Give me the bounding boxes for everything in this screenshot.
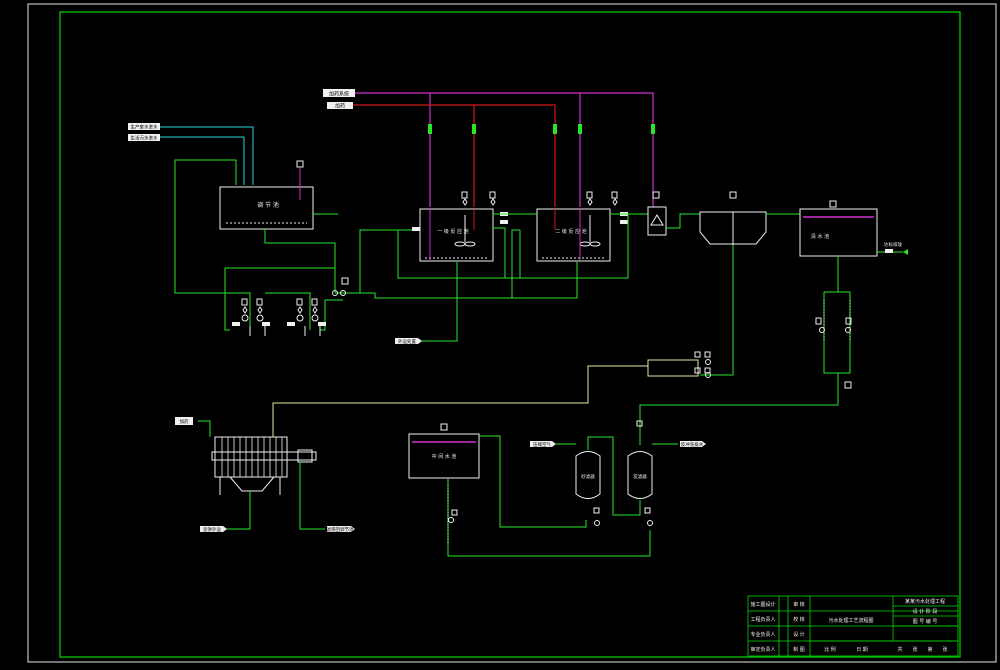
reactor-2: 二 级 反 应 池 (536, 191, 628, 262)
tb-drawing-title: 污水处理工艺流程图 (828, 617, 873, 624)
press-feed-label: 加药 (180, 418, 189, 425)
reagent-tag-2-label: 加药 (335, 103, 345, 110)
carbon-filter-label: 炭滤器 (633, 473, 647, 480)
tb-left-row-1-role: 施工图设计 (750, 601, 775, 608)
air-supply-label: 压缩空气 (533, 441, 551, 448)
mixer-box (647, 191, 700, 236)
tb-date: 日 期 (856, 647, 868, 653)
tb-left-row-4-a: 制 图 (793, 646, 805, 653)
reactor-2-label: 二 级 反 应 池 (555, 228, 586, 235)
sand-filter: 砂滤器 压缩空气 (530, 436, 641, 526)
tb-left-row-2-role: 工程负责人 (750, 616, 775, 623)
tb-left-row-4-role: 审定负责人 (750, 646, 775, 653)
reagent-line-magenta (355, 92, 654, 207)
inlet-tag-2 (128, 134, 160, 141)
intermediate-tank-label: 中 间 水 池 (432, 453, 457, 460)
reactor-1: 一 级 反 应 池 (412, 191, 508, 262)
tb-right-row-2: 图 号 编 号 (913, 618, 938, 625)
settling-tank (699, 191, 800, 376)
sludge-line-mid (272, 351, 711, 437)
pump-group-left (232, 277, 349, 336)
inlet-tag-1-label: 生产废水进水 (131, 124, 158, 131)
tb-right-row-1: 设 计 阶 段 (913, 608, 938, 615)
sludge-out-left: 外运处置 (395, 268, 458, 345)
reagent-tag-1-label: 加药系统 (329, 91, 349, 98)
green-pipes-left (174, 159, 520, 331)
tb-scale: 比 例 (824, 646, 836, 653)
clear-water-tank: 清 水 池 达标排放 (799, 200, 908, 293)
press-filtrate-label: 滤液回调节池 (327, 526, 354, 533)
sludge-out-left-label: 外运处置 (398, 338, 416, 345)
tb-left-row-3-a: 设 计 (793, 631, 805, 638)
pump-group-right (639, 291, 852, 445)
carbon-filter: 炭滤器 反冲洗排水 (627, 420, 706, 526)
pump-2 (287, 298, 326, 336)
sand-filter-label: 砂滤器 (581, 473, 595, 480)
tb-left-row-1-a: 审 核 (793, 601, 805, 608)
tb-project-name: 某某污水处理工程 (905, 598, 945, 605)
filter-press: 加药 泥饼外运 滤液回调节池 (175, 417, 355, 533)
intermediate-tank: 中 间 水 池 (408, 423, 651, 557)
reagent-line-red (353, 104, 556, 207)
inlet-lines: 生产废水进水 生活污水进水 (128, 123, 254, 185)
reagent-tag-2 (327, 102, 353, 109)
pump-1 (232, 298, 270, 336)
press-cake-label: 泥饼外运 (203, 526, 221, 533)
regulating-tank-label: 调 节 池 (257, 201, 279, 209)
backwash-out-label: 反冲洗排水 (681, 441, 704, 448)
reagent-tag-1 (323, 89, 355, 97)
outer-frame (27, 3, 997, 663)
green-pipes-mid (397, 213, 648, 299)
tb-page2: 张 (942, 646, 947, 653)
inlet-tag-2-label: 生活污水进水 (131, 135, 158, 142)
tb-page: 张 (912, 646, 917, 653)
drawing-border (59, 11, 961, 658)
clear-water-tank-label: 清 水 池 (811, 233, 829, 240)
tb-sheet: 共 (897, 646, 902, 653)
tb-left-row-3-role: 专业负责人 (750, 631, 775, 638)
effluent-label: 达标排放 (884, 241, 902, 248)
tb-no: 第 (927, 646, 932, 653)
reagent-lines: 加药系统 加药 (323, 89, 655, 207)
regulating-tank: 调 节 池 (219, 160, 314, 230)
title-block-text: 施工图设计 工程负责人 专业负责人 审定负责人 审 核 校 核 设 计 制 图 … (750, 598, 947, 653)
title-block (747, 595, 959, 657)
tb-left-row-2-a: 校 核 (793, 616, 805, 623)
inlet-tag-1 (128, 123, 160, 130)
reactor-1-label: 一 级 反 应 池 (437, 228, 468, 235)
